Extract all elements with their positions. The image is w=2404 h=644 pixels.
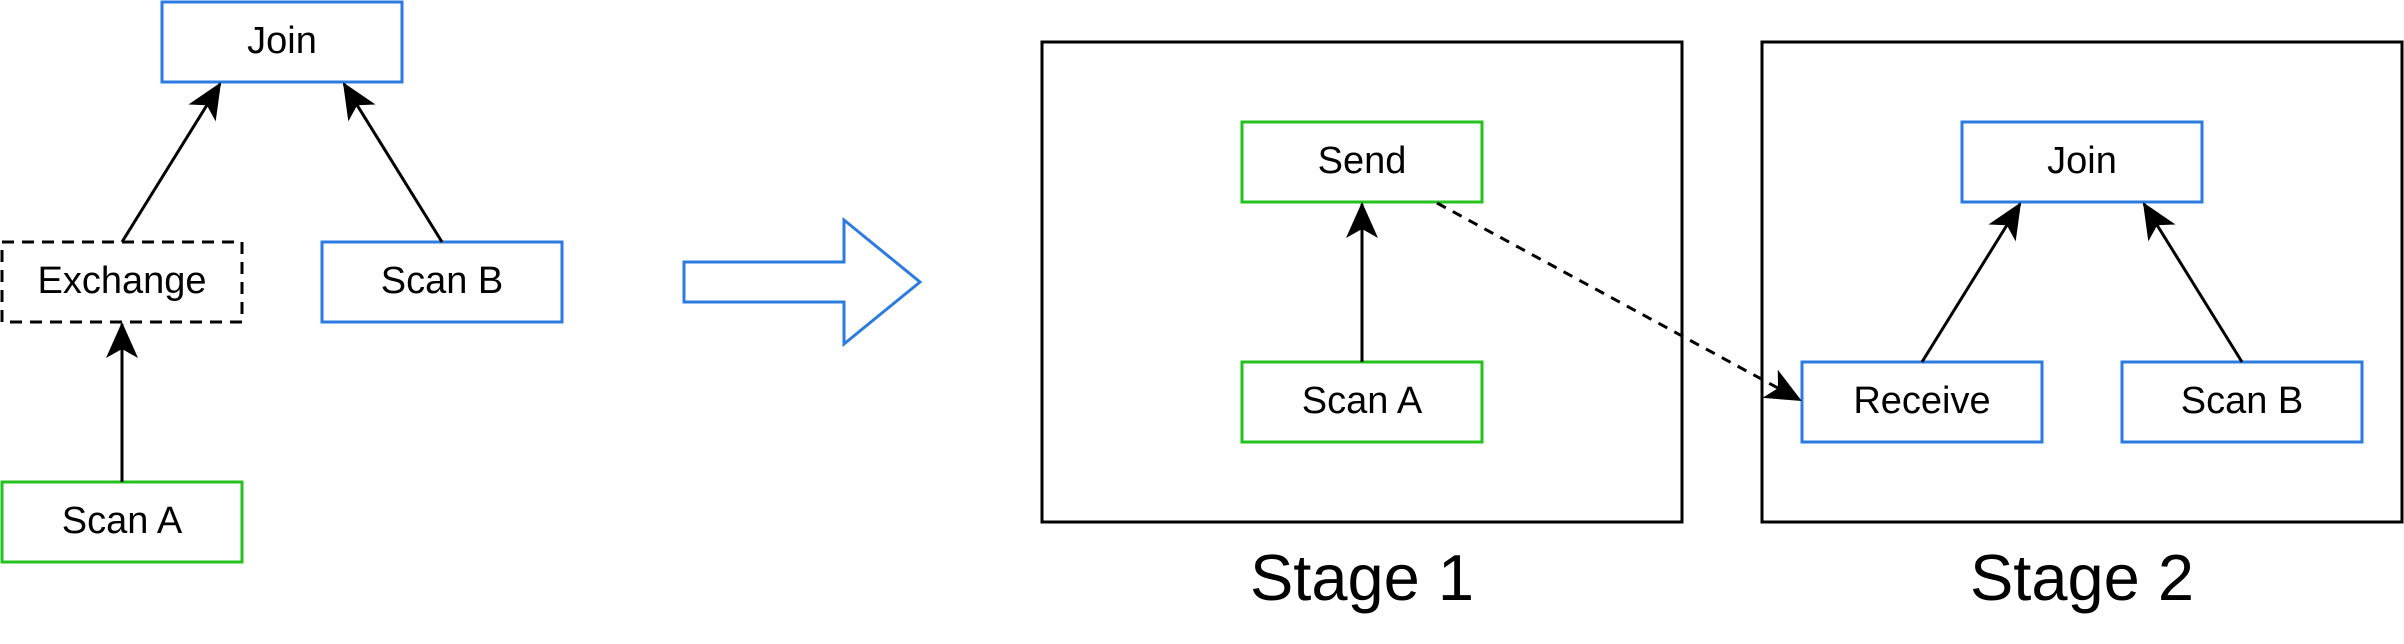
receive-node-box: [1800, 360, 2044, 444]
edge-exchange-to-join: [120, 82, 222, 243]
edge-scan-b-to-join-stage-2: [2142, 202, 2244, 363]
send-node-label: Send: [1318, 140, 1407, 182]
stage-2-scan-b-node-label: Scan B: [2181, 380, 2304, 422]
receive-node-label: Receive: [1853, 380, 1990, 422]
scan-a-node-box: [0, 480, 244, 564]
stage-2-join-node-box: [1960, 120, 2204, 204]
stage-1: Send Scan A Stage 1: [1040, 40, 1684, 614]
stage-2-scan-b-node: Scan B: [2120, 360, 2364, 444]
exchange-node-box: [0, 240, 244, 324]
stage-1-scan-a-node: Scan A: [1240, 360, 1484, 444]
stage-1-scan-a-node-label: Scan A: [1302, 380, 1423, 422]
join-node-label: Join: [247, 20, 317, 62]
stage-2: Join Receive Scan B Stage 2: [1760, 40, 2404, 614]
scan-a-node-label: Scan A: [62, 500, 183, 542]
stage-2-box: [1760, 40, 2404, 524]
send-node: Send: [1240, 120, 1484, 204]
stage-1-label: Stage 1: [1250, 541, 1474, 614]
scan-b-node-label: Scan B: [381, 260, 504, 302]
stage-2-join-node-label: Join: [2047, 140, 2117, 182]
transform-arrow-icon: [682, 216, 923, 348]
exchange-node-label: Exchange: [37, 260, 206, 302]
edge-send-to-receive: [1436, 201, 1802, 402]
original-plan: Join Exchange Scan B Scan A: [0, 0, 564, 564]
scan-b-node: Scan B: [320, 240, 564, 324]
join-node: Join: [160, 0, 404, 84]
stage-2-join-node: Join: [1960, 120, 2204, 204]
scan-a-node: Scan A: [0, 480, 244, 564]
edge-receive-to-join: [1920, 202, 2022, 363]
stage-2-label: Stage 2: [1970, 541, 2194, 614]
receive-node: Receive: [1800, 360, 2044, 444]
edge-scan-b-to-join: [342, 82, 444, 243]
stage-1-scan-a-node-box: [1240, 360, 1484, 444]
send-node-box: [1240, 120, 1484, 204]
exchange-node: Exchange: [0, 240, 244, 324]
join-node-box: [160, 0, 404, 84]
